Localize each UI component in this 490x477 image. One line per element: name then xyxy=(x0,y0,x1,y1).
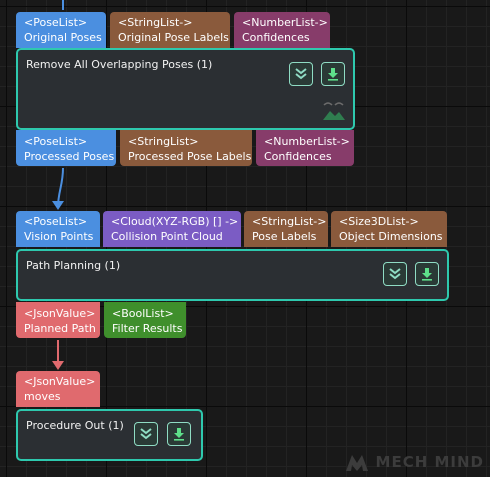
port-type: <StringList> xyxy=(128,135,199,148)
download-button[interactable] xyxy=(167,422,191,446)
port-label: Object Dimensions xyxy=(339,230,443,243)
port-type: <NumberList-> xyxy=(242,16,328,29)
landscape-image-icon xyxy=(323,102,345,120)
node-title: Path Planning (1) xyxy=(26,259,121,272)
mech-mind-logo-icon xyxy=(345,455,368,471)
port-label: Original Poses xyxy=(24,31,102,44)
output-port-filter-results[interactable]: <BoolList> Filter Results xyxy=(104,302,186,338)
port-type: <PoseList> xyxy=(24,215,88,228)
port-label: Pose Labels xyxy=(252,230,317,243)
port-type: <JsonValue> xyxy=(24,307,96,320)
port-type: <StringList-> xyxy=(252,215,327,228)
input-port-object-dimensions[interactable]: <Size3DList-> Object Dimensions xyxy=(331,211,447,247)
collapse-button[interactable] xyxy=(134,422,158,446)
port-label: moves xyxy=(24,390,61,403)
port-type: <StringList-> xyxy=(118,16,193,29)
port-label: Confidences xyxy=(242,31,310,44)
node-path-planning[interactable]: Path Planning (1) xyxy=(16,249,449,301)
input-port-confidences[interactable]: <NumberList-> Confidences xyxy=(234,12,330,48)
output-port-confidences[interactable]: <NumberList-> Confidences xyxy=(256,130,354,166)
download-icon xyxy=(174,428,184,441)
collapse-icon xyxy=(295,68,307,80)
download-icon xyxy=(328,68,338,81)
collapse-button[interactable] xyxy=(383,262,407,286)
port-label: Processed Pose Labels xyxy=(128,150,252,163)
port-label: Original Pose Labels xyxy=(118,31,229,44)
port-type: <Size3DList-> xyxy=(339,215,419,228)
port-label: Vision Points xyxy=(24,230,94,243)
port-label: Filter Results xyxy=(112,322,183,335)
input-port-vision-points[interactable]: <PoseList> Vision Points xyxy=(16,211,100,247)
input-port-original-pose-labels[interactable]: <StringList-> Original Pose Labels xyxy=(110,12,230,48)
collapse-icon xyxy=(140,428,152,440)
port-type: <Cloud(XYZ-RGB) [] -> xyxy=(111,215,239,228)
port-type: <PoseList> xyxy=(24,135,88,148)
output-port-processed-poses[interactable]: <PoseList> Processed Poses xyxy=(16,130,116,166)
watermark-text: MECH MIND xyxy=(375,453,484,471)
port-label: Planned Path xyxy=(24,322,96,335)
collapse-button[interactable] xyxy=(289,62,313,86)
edge-arrow-vision xyxy=(52,201,64,210)
input-port-moves[interactable]: <JsonValue> moves xyxy=(16,371,100,407)
port-label: Confidences xyxy=(264,150,332,163)
collapse-icon xyxy=(389,268,401,280)
download-button[interactable] xyxy=(415,262,439,286)
download-button[interactable] xyxy=(321,62,345,86)
watermark: MECH MIND xyxy=(344,451,484,473)
input-port-collision-point-cloud[interactable]: <Cloud(XYZ-RGB) [] -> Collision Point Cl… xyxy=(103,211,241,247)
node-title: Remove All Overlapping Poses (1) xyxy=(26,58,213,71)
edge-processed-to-vision xyxy=(57,167,64,208)
input-port-pose-labels[interactable]: <StringList-> Pose Labels xyxy=(244,211,328,247)
input-port-original-poses[interactable]: <PoseList> Original Poses xyxy=(16,12,106,48)
output-port-planned-path[interactable]: <JsonValue> Planned Path xyxy=(16,302,100,338)
edge-arrow-moves xyxy=(52,361,64,370)
output-port-processed-pose-labels[interactable]: <StringList> Processed Pose Labels xyxy=(120,130,252,166)
node-procedure-out[interactable]: Procedure Out (1) xyxy=(16,409,203,461)
port-type: <NumberList-> xyxy=(264,135,350,148)
port-type: <PoseList> xyxy=(24,16,88,29)
port-type: <JsonValue> xyxy=(24,375,96,388)
port-label: Processed Poses xyxy=(24,150,115,163)
port-type: <BoolList> xyxy=(112,307,174,320)
node-title: Procedure Out (1) xyxy=(26,419,124,432)
node-remove-overlapping-poses[interactable]: Remove All Overlapping Poses (1) xyxy=(16,48,355,130)
port-label: Collision Point Cloud xyxy=(111,230,223,243)
download-icon xyxy=(422,268,432,281)
